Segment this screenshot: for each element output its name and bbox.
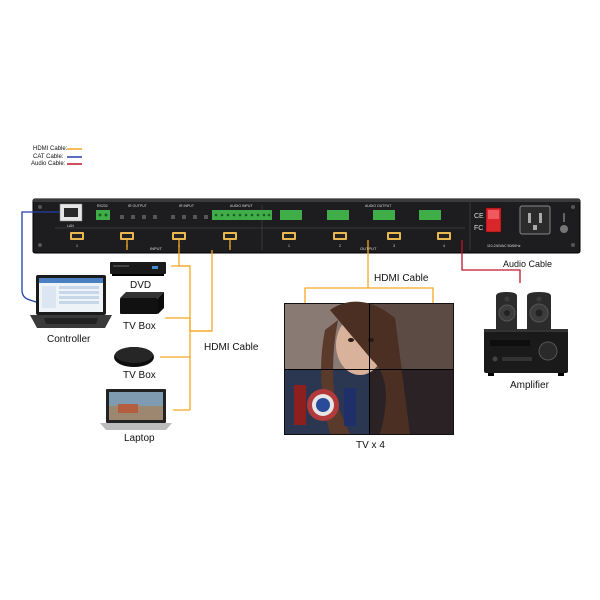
- terminal-block-icon: [96, 210, 110, 220]
- hdmi-port-icon: [120, 232, 134, 240]
- hdmi-port-icon: [282, 232, 296, 240]
- ir-output-jacks: [120, 215, 157, 219]
- amplifier-label: Amplifier: [510, 380, 549, 391]
- audio-input-label: AUDIO INPUT: [230, 204, 253, 208]
- legend-cat-label: CAT Cable:: [33, 154, 64, 160]
- ir-output-label: IR OUTPUT: [128, 204, 148, 208]
- power-switch-icon: [485, 207, 502, 233]
- audio-input-terminals: [212, 210, 272, 220]
- hdmi-port-icon: [172, 232, 186, 240]
- output-port-1-number: 1: [288, 244, 290, 248]
- tv-box-2-label: TV Box: [123, 370, 156, 381]
- power-rating-label: 110-240VAC 50/60Hz: [487, 244, 521, 248]
- speaker-left: [496, 292, 517, 330]
- rj45-port-icon: [59, 203, 83, 222]
- tv-box-device-1: [120, 292, 164, 314]
- laptop-device: [100, 389, 172, 430]
- hdmi-output-cables: [304, 240, 434, 303]
- controller-laptop-device: [30, 275, 112, 328]
- output-port-2-number: 2: [339, 244, 341, 248]
- matrix-switcher-panel: CE FC: [32, 198, 581, 254]
- tv-video-wall: [284, 301, 454, 435]
- output-port-4-number: 4: [443, 244, 445, 248]
- hdmi-port-icon: [70, 232, 84, 240]
- input-label: INPUT: [150, 246, 163, 251]
- hdmi-input-cable-label: HDMI Cable: [204, 342, 259, 353]
- legend-audio-label: Audio Cable:: [31, 161, 66, 167]
- audio-cable-label: Audio Cable: [503, 259, 553, 269]
- audio-cable: [461, 240, 521, 283]
- input-port-1-number: 1: [76, 244, 78, 248]
- hdmi-port-icon: [437, 232, 451, 240]
- hdmi-output-ports: [282, 232, 451, 240]
- hdmi-input-ports: [70, 232, 237, 240]
- ir-input-jacks: [171, 215, 208, 219]
- hdmi-port-icon: [223, 232, 237, 240]
- ground-icon: [560, 213, 568, 233]
- hdmi-port-icon: [387, 232, 401, 240]
- power-socket-icon: [519, 205, 551, 235]
- tv-box-device-2: [114, 347, 154, 367]
- dvd-player-device: [110, 262, 166, 276]
- legend-hdmi-label: HDMI Cable:: [33, 146, 68, 152]
- hdmi-port-icon: [333, 232, 347, 240]
- laptop-label: Laptop: [124, 433, 155, 444]
- output-port-3-number: 3: [393, 244, 395, 248]
- audio-output-terminals: [280, 210, 441, 220]
- hdmi-output-cable-label: HDMI Cable: [374, 273, 429, 284]
- dvd-label: DVD: [130, 280, 152, 291]
- tv-box-1-label: TV Box: [123, 321, 156, 332]
- lan-label: LAN: [67, 224, 74, 228]
- ce-mark: CE: [474, 213, 484, 220]
- cat-cable: [21, 211, 60, 303]
- speaker-right: [527, 292, 551, 330]
- audio-output-label: AUDIO OUTPUT: [365, 204, 392, 208]
- controller-label: Controller: [47, 334, 91, 345]
- amplifier-device: [484, 329, 568, 376]
- fcc-mark: FC: [474, 225, 483, 232]
- tv-wall-label: TV x 4: [356, 440, 385, 451]
- ir-input-label: IR INPUT: [179, 204, 195, 208]
- rs232-label: RS232: [97, 204, 108, 208]
- hdmi-input-cables: [126, 240, 231, 411]
